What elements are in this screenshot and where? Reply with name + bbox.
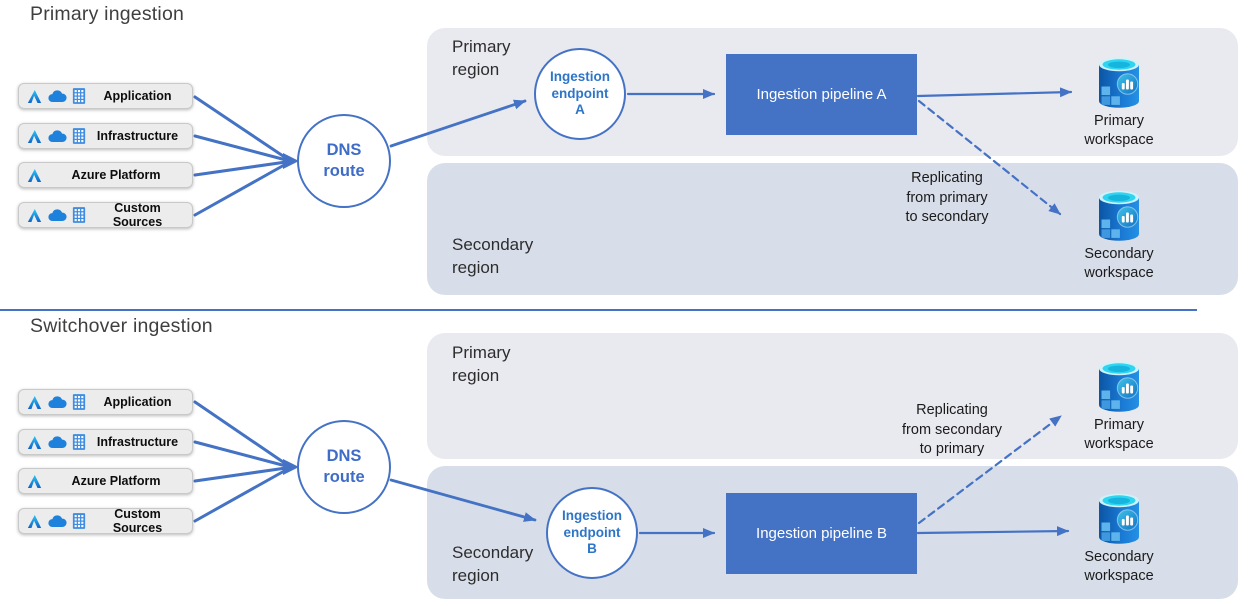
source-box-azure-platform: Azure Platform	[18, 162, 193, 188]
azure-icon	[26, 88, 43, 105]
building-icon	[72, 127, 86, 145]
source-box-custom-sources: Custom Sources	[18, 507, 193, 535]
building-icon	[72, 512, 86, 530]
workspace-label-secondary-top: Secondary workspace	[1084, 246, 1154, 281]
cloud-icon	[48, 90, 67, 103]
section-title-switchover-ingestion: Switchover ingestion	[30, 315, 213, 337]
source-box-infrastructure: Infrastructure	[18, 123, 193, 149]
section-title-primary-ingestion: Primary ingestion	[30, 3, 185, 25]
ingestion-pipeline-a-box: Ingestion pipeline A	[726, 54, 917, 135]
cloud-icon	[48, 396, 67, 409]
cloud-icon	[48, 130, 67, 143]
source-box-custom-sources: Custom Sources	[18, 201, 193, 229]
source-box-azure-platform: Azure Platform	[18, 468, 193, 494]
log-analytics-workspace-icon	[1096, 493, 1142, 550]
azure-icon	[26, 394, 43, 411]
dns-route-node-top: DNS route	[297, 114, 391, 208]
cloud-icon	[48, 515, 67, 528]
source-box-application: Application	[18, 389, 193, 415]
log-analytics-workspace-icon	[1096, 57, 1142, 114]
log-analytics-workspace-icon	[1096, 190, 1142, 247]
ingestion-endpoint-a-node: Ingestion endpoint A	[534, 48, 626, 140]
ingestion-endpoint-b-node: Ingestion endpoint B	[546, 487, 638, 579]
region-label-primary-bottom: Primary region	[452, 343, 511, 385]
azure-icon	[26, 128, 43, 145]
building-icon	[72, 433, 86, 451]
azure-icon	[26, 207, 43, 224]
source-label: Infrastructure	[96, 435, 179, 449]
source-label: Infrastructure	[96, 129, 179, 143]
building-icon	[72, 87, 86, 105]
section-divider	[0, 309, 1197, 311]
region-label-secondary-bottom: Secondary region	[452, 543, 534, 585]
source-label: Application	[103, 89, 172, 103]
region-label-primary-top: Primary region	[452, 37, 511, 79]
azure-icon	[26, 513, 43, 530]
replication-note-bottom: Replicating from secondary to primary	[902, 402, 1002, 458]
region-label-secondary-top: Secondary region	[452, 235, 534, 277]
cloud-icon	[48, 209, 67, 222]
log-analytics-workspace-icon	[1096, 361, 1142, 418]
building-icon	[72, 206, 86, 224]
workspace-label-primary-top: Primary workspace	[1084, 113, 1154, 148]
source-label: Azure Platform	[71, 168, 161, 182]
cloud-icon	[48, 436, 67, 449]
source-label: Custom Sources	[112, 507, 163, 535]
source-box-application: Application	[18, 83, 193, 109]
source-label: Application	[103, 395, 172, 409]
dns-route-node-bottom: DNS route	[297, 420, 391, 514]
azure-icon	[26, 434, 43, 451]
workspace-label-primary-bottom: Primary workspace	[1084, 417, 1154, 452]
replication-note-top: Replicating from primary to secondary	[905, 170, 989, 226]
source-box-infrastructure: Infrastructure	[18, 429, 193, 455]
azure-icon	[26, 473, 43, 490]
building-icon	[72, 393, 86, 411]
workspace-label-secondary-bottom: Secondary workspace	[1084, 549, 1154, 584]
source-label: Azure Platform	[71, 474, 161, 488]
source-label: Custom Sources	[112, 201, 163, 229]
azure-icon	[26, 167, 43, 184]
ingestion-pipeline-b-box: Ingestion pipeline B	[726, 493, 917, 574]
